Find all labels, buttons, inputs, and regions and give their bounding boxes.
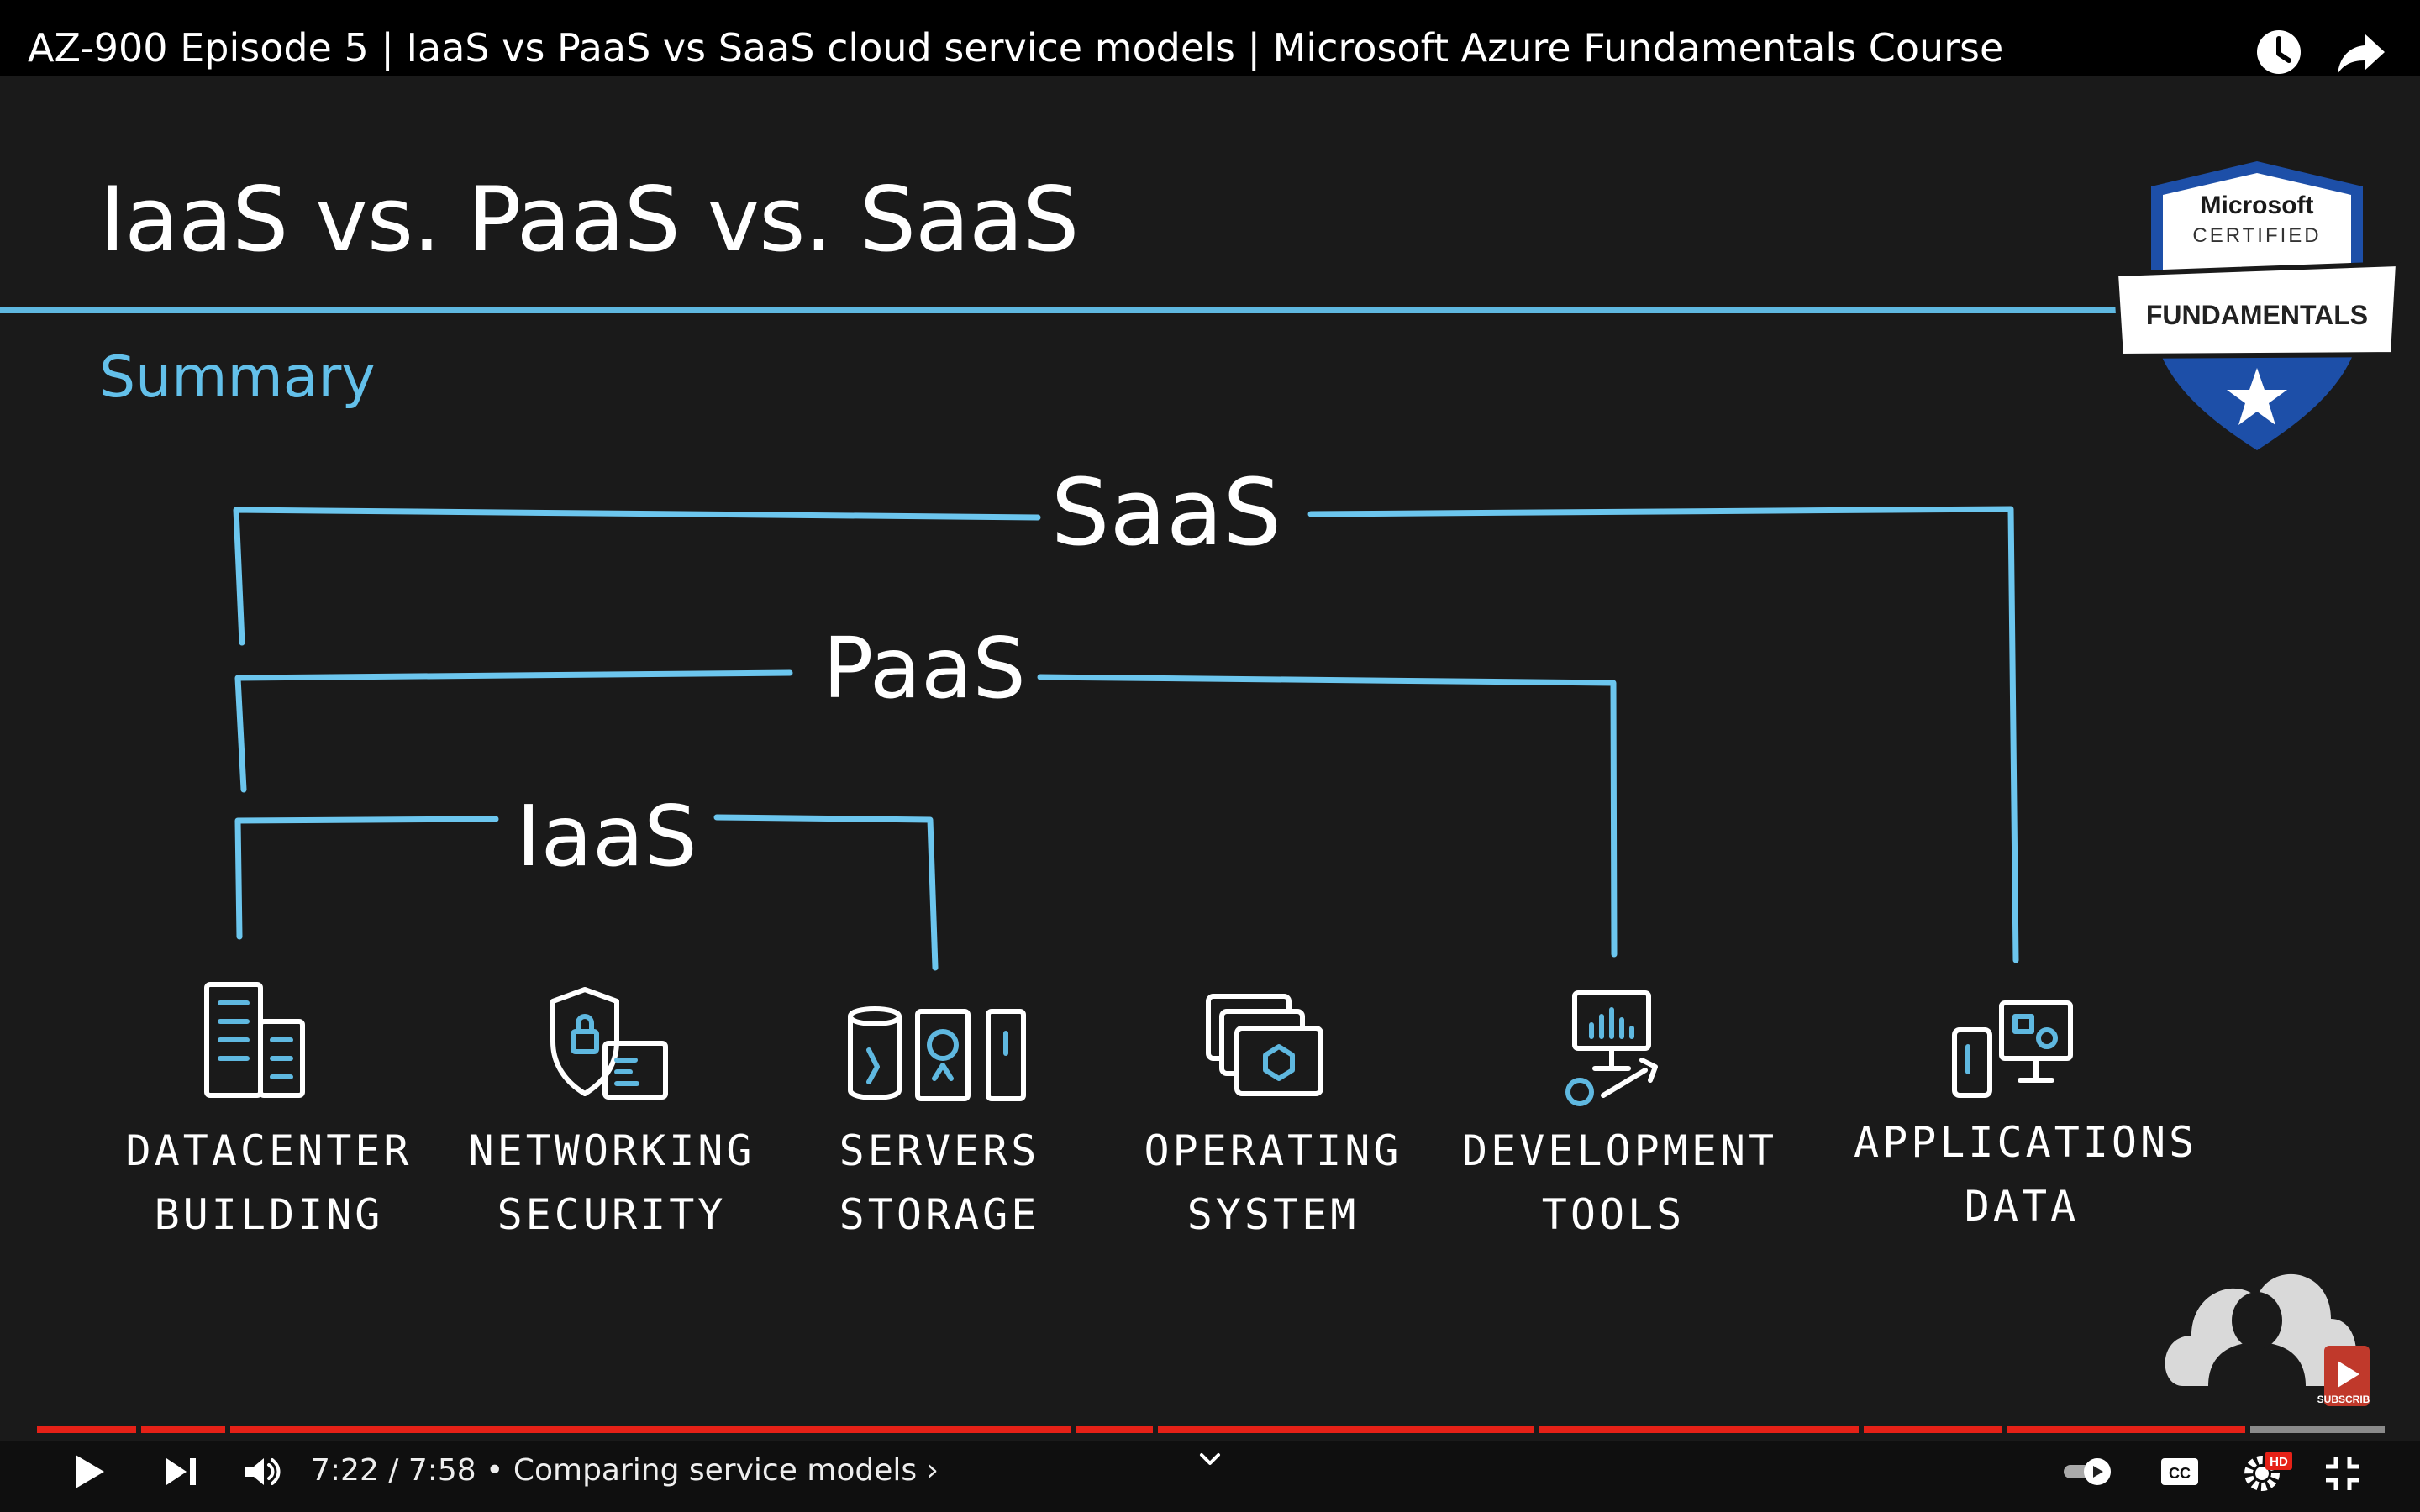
slide-title: IaaS vs. PaaS vs. SaaS xyxy=(99,168,1079,271)
saas-layer-label: SaaS xyxy=(1051,459,1281,566)
component-label-line1: DATACENTER xyxy=(125,1126,413,1175)
share-arrow-icon[interactable] xyxy=(2334,25,2388,79)
presenter-avatar[interactable]: SUBSCRIBE xyxy=(2158,1243,2370,1411)
captions-label: CC xyxy=(2169,1465,2191,1482)
next-icon[interactable] xyxy=(163,1455,200,1488)
slide-subtitle: Summary xyxy=(99,344,376,411)
component-label-line2: STORAGE xyxy=(839,1190,1040,1239)
paas-bracket-right xyxy=(1037,674,1618,958)
component-label-operating-system: OPERATING SYSTEM xyxy=(1134,1119,1412,1247)
autoplay-toggle[interactable] xyxy=(2062,1457,2116,1487)
settings-gear-icon[interactable]: HD xyxy=(2240,1450,2294,1495)
chevron-down-icon[interactable] xyxy=(1198,1452,1222,1468)
chapter-title[interactable]: • Comparing service models › xyxy=(486,1453,939,1488)
apps-data-icon xyxy=(1952,1000,2073,1098)
captions-icon[interactable]: CC xyxy=(2160,1457,2200,1487)
clock-icon[interactable] xyxy=(2252,25,2306,79)
badge-microsoft: Microsoft xyxy=(2201,192,2314,219)
component-label-line2: TOOLS xyxy=(1541,1190,1686,1239)
subscribe-label[interactable]: SUBSCRIBE xyxy=(2317,1394,2370,1405)
component-label-datacenter: DATACENTER BUILDING xyxy=(109,1119,429,1247)
video-title[interactable]: AZ-900 Episode 5 | IaaS vs PaaS vs SaaS … xyxy=(28,25,2004,71)
exit-fullscreen-icon[interactable] xyxy=(2324,1455,2361,1492)
volume-icon[interactable] xyxy=(242,1453,282,1490)
component-label-development: DEVELOPMENT TOOLS xyxy=(1462,1119,1778,1247)
paas-layer-label: PaaS xyxy=(823,619,1026,717)
time-current-total: 7:22 / 7:58 xyxy=(311,1453,476,1488)
component-label-line1: DEVELOPMENT xyxy=(1462,1126,1778,1175)
component-label-line2: DATA xyxy=(1964,1182,2080,1231)
saas-bracket-left xyxy=(233,507,1041,646)
star-icon xyxy=(2227,368,2287,425)
title-divider xyxy=(0,307,2185,313)
component-label-line2: SYSTEM xyxy=(1186,1190,1360,1239)
paas-bracket-left xyxy=(234,669,793,793)
title-bar: AZ-900 Episode 5 | IaaS vs PaaS vs SaaS … xyxy=(0,0,2420,76)
building-icon xyxy=(204,982,305,1098)
time-display: 7:22 / 7:58 • Comparing service models › xyxy=(311,1453,939,1488)
operating-system-icon xyxy=(1206,994,1323,1096)
certification-badge: Microsoft CERTIFIED FUNDAMENTALS xyxy=(2113,161,2401,450)
component-label-networking: NETWORKING SECURITY xyxy=(460,1119,763,1247)
progress-bar[interactable] xyxy=(37,1426,2385,1433)
dev-tools-icon xyxy=(1565,990,1658,1106)
iaas-layer-label: IaaS xyxy=(516,787,697,885)
component-label-servers: SERVERS STORAGE xyxy=(805,1119,1074,1247)
badge-fundamentals: FUNDAMENTALS xyxy=(2146,300,2368,330)
component-label-line1: APPLICATIONS xyxy=(1854,1118,2198,1167)
component-label-line1: NETWORKING xyxy=(468,1126,755,1175)
component-label-applications: APPLICATIONS DATA xyxy=(1854,1110,2198,1238)
component-label-line2: BUILDING xyxy=(154,1190,384,1239)
badge-certified: CERTIFIED xyxy=(2192,224,2321,247)
component-label-line1: SERVERS xyxy=(839,1126,1040,1175)
iaas-bracket-right xyxy=(713,814,939,971)
shield-lock-icon xyxy=(550,987,668,1100)
iaas-bracket-left xyxy=(234,816,499,940)
component-label-line1: OPERATING xyxy=(1144,1126,1402,1175)
server-storage-icon xyxy=(848,1006,1026,1101)
hd-badge: HD xyxy=(2270,1455,2288,1469)
play-icon[interactable] xyxy=(69,1452,109,1492)
component-label-line2: SECURITY xyxy=(497,1190,727,1239)
saas-bracket-right xyxy=(1307,506,2019,963)
player-controls xyxy=(0,1441,2420,1512)
